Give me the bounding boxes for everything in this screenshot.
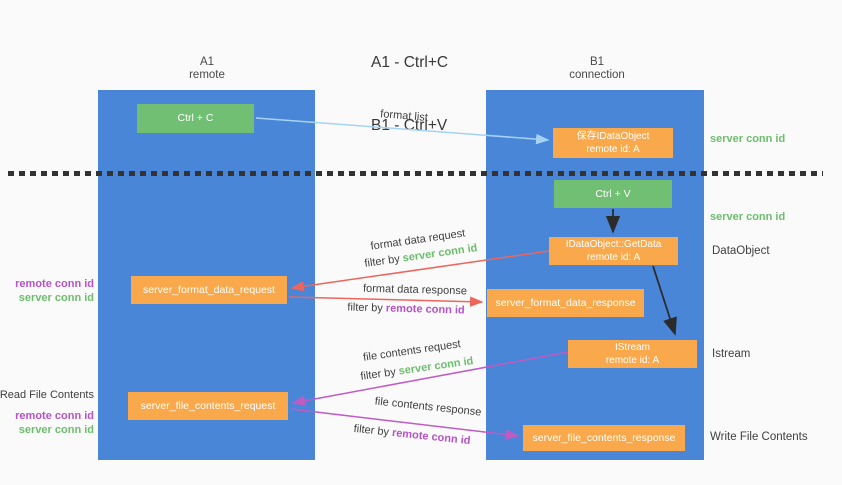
label-file-contents-response: file contents response [374, 395, 482, 419]
node-istream-line2: remote id: A [605, 355, 660, 366]
node-server-file-contents-request: server_file_contents_request [128, 392, 288, 420]
node-server-format-data-request: server_format_data_request [131, 276, 287, 304]
node-ctrl-c-label: Ctrl + C [177, 112, 214, 124]
column-header-a1: A1 remote [147, 56, 267, 82]
node-save-idataobject-line1: 保存IDataObject [576, 131, 650, 142]
node-getdata-line1: IDataObject::GetData [565, 239, 662, 250]
annotation-dataobject: DataObject [712, 245, 770, 257]
label-format-data-response: format data response [362, 282, 468, 298]
dotted-divider [8, 171, 823, 176]
remote-conn-id-text-1: remote conn id [385, 302, 465, 317]
filter-by-text-1: filter by [363, 253, 401, 270]
node-server-format-data-response-label: server_format_data_response [495, 296, 636, 309]
node-server-format-data-request-label: server_format_data_request [143, 283, 275, 296]
node-ctrl-v: Ctrl + V [554, 180, 672, 208]
node-idataobject-getdata: IDataObject::GetData remote id: A [549, 237, 678, 265]
label-filter-file-response: filter by remote conn id [337, 421, 488, 450]
node-save-idataobject: 保存IDataObject remote id: A [553, 128, 673, 158]
column-a1-subtitle: remote [189, 69, 225, 81]
column-a1-name: A1 [199, 56, 215, 68]
column-b1-name: B1 [589, 56, 605, 68]
filter-by-text-4: filter by [353, 422, 390, 439]
annotation-server-conn-id-left-1: server conn id [18, 292, 94, 304]
node-save-idataobject-line2: remote id: A [586, 144, 640, 155]
annotation-server-conn-id-left-2: server conn id [18, 424, 94, 436]
diagram-title: A1 - Ctrl+C B1 - Ctrl+V [371, 10, 448, 178]
node-ctrl-v-label: Ctrl + V [595, 187, 631, 200]
annotation-remote-conn-id-left-1: remote conn id [15, 278, 94, 290]
node-istream-line1: IStream [614, 342, 650, 353]
remote-conn-id-text-2: remote conn id [391, 426, 472, 448]
filter-by-text-2: filter by [347, 301, 383, 315]
node-server-file-contents-request-label: server_file_contents_request [140, 399, 276, 412]
node-getdata-line2: remote id: A [586, 252, 641, 263]
title-line-1: A1 - Ctrl+C [371, 54, 449, 71]
column-header-b1: B1 connection [537, 56, 657, 82]
node-server-format-data-response: server_format_data_response [487, 289, 644, 317]
column-b1-subtitle: connection [569, 69, 625, 81]
annotation-server-conn-id-top: server conn id [710, 133, 786, 145]
annotation-write-file-contents: Write File Contents [710, 431, 808, 443]
node-server-file-contents-response: server_file_contents_response [523, 425, 685, 451]
server-conn-id-text-2: server conn id [397, 355, 475, 378]
node-istream: IStream remote id: A [568, 340, 697, 368]
annotation-istream: Istream [712, 348, 751, 360]
node-server-file-contents-response-label: server_file_contents_response [532, 431, 676, 444]
annotation-read-file-contents: Read File Contents [0, 389, 94, 401]
annotation-remote-conn-id-left-2: remote conn id [15, 410, 94, 422]
annotation-server-conn-id-mid: server conn id [710, 211, 786, 223]
node-ctrl-c: Ctrl + C [137, 104, 254, 133]
filter-by-text-3: filter by [359, 366, 397, 383]
label-filter-format-response: filter by remote conn id [331, 301, 481, 318]
